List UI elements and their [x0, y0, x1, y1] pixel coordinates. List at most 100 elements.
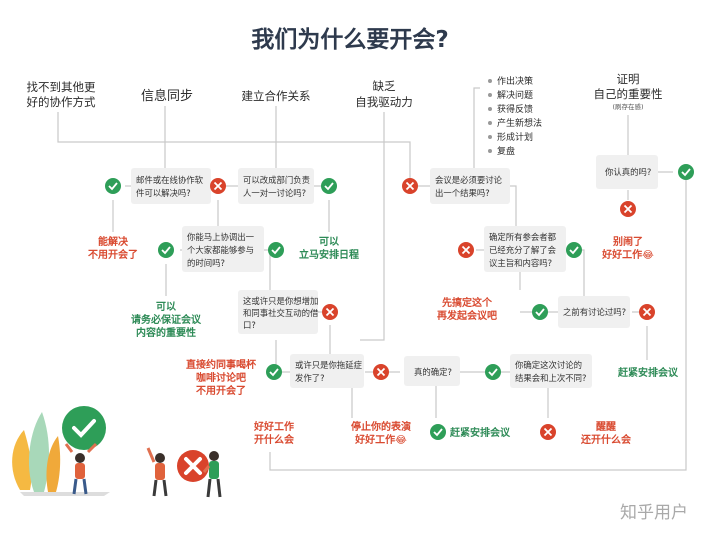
purpose-item: 作出决策 — [497, 75, 533, 87]
svg-text:开什么会: 开什么会 — [254, 433, 294, 446]
question-discussed-box: 之前有讨论过吗? — [558, 296, 630, 328]
source-prove-line2: 自己的重要性 — [594, 87, 663, 101]
svg-text:立马安排日程: 立马安排日程 — [299, 248, 359, 261]
svg-text:可以改成部门负责: 可以改成部门负责 — [243, 175, 310, 185]
svg-text:结果会和上次不同?: 结果会和上次不同? — [515, 373, 586, 383]
svg-text:好好工作😂: 好好工作😂 — [601, 248, 654, 261]
source-lack-drive: 缺乏 自我驱动力 — [355, 79, 413, 109]
purpose-item: 复盘 — [497, 145, 515, 157]
check-icon — [485, 364, 501, 380]
svg-text:口?: 口? — [243, 320, 256, 330]
question-result-box: 会议是必须要讨论 出一个结果吗? — [430, 168, 510, 204]
svg-text:好好工作😂: 好好工作😂 — [354, 433, 407, 446]
svg-text:个大家都能够参与: 个大家都能够参与 — [187, 245, 254, 255]
question-social-box: 这或许只是你想增加 和同事社交互动的借 口? — [238, 290, 319, 334]
cross-icon — [322, 304, 338, 320]
connector-lines — [57, 87, 687, 471]
source-find-tool-line2: 好的协作方式 — [27, 95, 96, 109]
svg-text:真的确定?: 真的确定? — [414, 367, 452, 377]
svg-text:内容的重要性: 内容的重要性 — [136, 326, 196, 339]
source-prove: 证明 自己的重要性 (刷存在感) — [594, 72, 663, 111]
page-title: 我们为什么要开会? — [251, 26, 448, 53]
outcome-solved: 能解决 不用开会了 — [88, 235, 138, 261]
svg-text:停止你的表演: 停止你的表演 — [351, 420, 411, 433]
outcome-schedule-go2: 赶紧安排会议 — [617, 366, 679, 379]
svg-text:这或许只是你想增加: 这或许只是你想增加 — [243, 296, 318, 306]
source-prove-note: (刷存在感) — [612, 102, 643, 111]
check-icon — [266, 364, 282, 380]
outcome-wake-up: 醒醒 还开什么会 — [580, 421, 631, 446]
svg-text:好好工作: 好好工作 — [253, 420, 294, 433]
source-find-tool: 找不到其他更 好的协作方式 — [27, 80, 96, 109]
svg-text:会议是必须要讨论: 会议是必须要讨论 — [435, 175, 503, 185]
svg-text:再发起会议吧: 再发起会议吧 — [437, 309, 497, 322]
question-diff-box: 你确定这次讨论的 结果会和上次不同? — [510, 354, 592, 388]
source-build-relation: 建立合作关系 — [242, 89, 311, 103]
source-find-tool-line1: 找不到其他更 — [27, 80, 96, 94]
question-serious-box: 你认真的吗? — [596, 155, 658, 189]
check-icon — [430, 424, 446, 440]
outcome-schedule-now: 可以 立马安排日程 — [299, 236, 359, 261]
svg-text:发作了?: 发作了? — [295, 373, 325, 383]
svg-text:邮件或在线协作软: 邮件或在线协作软 — [136, 175, 204, 185]
cross-icon — [373, 364, 389, 380]
question-email-box: 邮件或在线协作软 件可以解决吗? — [131, 168, 211, 204]
source-info-sync: 信息同步 — [141, 88, 193, 104]
question-really-box: 真的确定? — [404, 356, 460, 386]
svg-text:已经充分了解了会: 已经充分了解了会 — [489, 245, 557, 255]
cross-icon — [402, 178, 418, 194]
outcome-dont: 别闹了 好好工作😂 — [601, 235, 654, 261]
svg-text:可以: 可以 — [156, 301, 176, 313]
svg-text:能解决: 能解决 — [98, 235, 129, 248]
svg-text:你确定这次讨论的: 你确定这次讨论的 — [515, 360, 582, 370]
svg-text:确定所有参会者都: 确定所有参会者都 — [489, 232, 557, 242]
svg-text:不用开会了: 不用开会了 — [196, 384, 246, 397]
outcome-ensure: 可以 请务必保证会议 内容的重要性 — [131, 301, 202, 339]
purpose-item: 产生新想法 — [497, 117, 542, 129]
svg-text:你能马上协调出一: 你能马上协调出一 — [187, 232, 255, 242]
person-holding-check — [64, 442, 98, 495]
cross-icon — [540, 424, 556, 440]
question-delay-box: 或许只是你拖延症 发作了? — [290, 354, 364, 388]
svg-text:咖啡讨论吧: 咖啡讨论吧 — [196, 371, 246, 384]
outcome-coffee: 直接约同事喝杯 咖啡讨论吧 不用开会了 — [186, 358, 257, 397]
cross-icon — [458, 242, 474, 258]
purpose-item: 形成计划 — [497, 131, 533, 143]
svg-text:议主旨和内容吗?: 议主旨和内容吗? — [489, 258, 552, 268]
source-lack-drive-line1: 缺乏 — [373, 79, 396, 93]
source-lack-drive-line2: 自我驱动力 — [355, 95, 413, 109]
svg-text:可以: 可以 — [319, 236, 339, 248]
source-prove-line1: 证明 — [617, 72, 640, 86]
outcome-good-work: 好好工作 开什么会 — [253, 420, 294, 446]
cross-icon — [210, 178, 226, 194]
watermark: 知乎用户 — [620, 503, 688, 523]
cross-icon — [620, 201, 636, 217]
svg-text:出一个结果吗?: 出一个结果吗? — [435, 188, 490, 198]
check-icon — [158, 242, 174, 258]
question-prepared-box: 确定所有参会者都 已经充分了解了会 议主旨和内容吗? — [484, 226, 566, 272]
purpose-list: 作出决策 解决问题 获得反馈 产生新想法 形成计划 复盘 — [488, 75, 542, 157]
svg-text:件可以解决吗?: 件可以解决吗? — [136, 188, 191, 198]
svg-text:还开什么会: 还开什么会 — [580, 433, 631, 446]
check-icon — [678, 164, 694, 180]
question-one-on-one-box: 可以改成部门负责 人一对一讨论吗? — [238, 168, 314, 204]
svg-text:醒醒: 醒醒 — [596, 421, 616, 433]
outcome-schedule-go: 赶紧安排会议 — [449, 426, 511, 439]
question-coordinate-box: 你能马上协调出一 个大家都能够参与 的时间吗? — [182, 226, 264, 272]
purpose-item: 获得反馈 — [497, 103, 533, 115]
outcome-prep-first: 先搞定这个 再发起会议吧 — [437, 296, 497, 322]
svg-text:或许只是你拖延症: 或许只是你拖延症 — [295, 360, 363, 370]
check-badge-illustration — [62, 406, 106, 450]
svg-text:先搞定这个: 先搞定这个 — [442, 296, 493, 309]
check-icon — [532, 304, 548, 320]
cross-icon — [639, 304, 655, 320]
people-with-cross-illustration — [146, 447, 222, 498]
purpose-item: 解决问题 — [497, 89, 533, 101]
plant-illustration — [12, 412, 110, 496]
check-icon — [566, 242, 582, 258]
check-icon — [105, 178, 121, 194]
svg-text:之前有讨论过吗?: 之前有讨论过吗? — [563, 307, 626, 317]
svg-text:的时间吗?: 的时间吗? — [187, 258, 225, 268]
check-icon — [321, 178, 337, 194]
